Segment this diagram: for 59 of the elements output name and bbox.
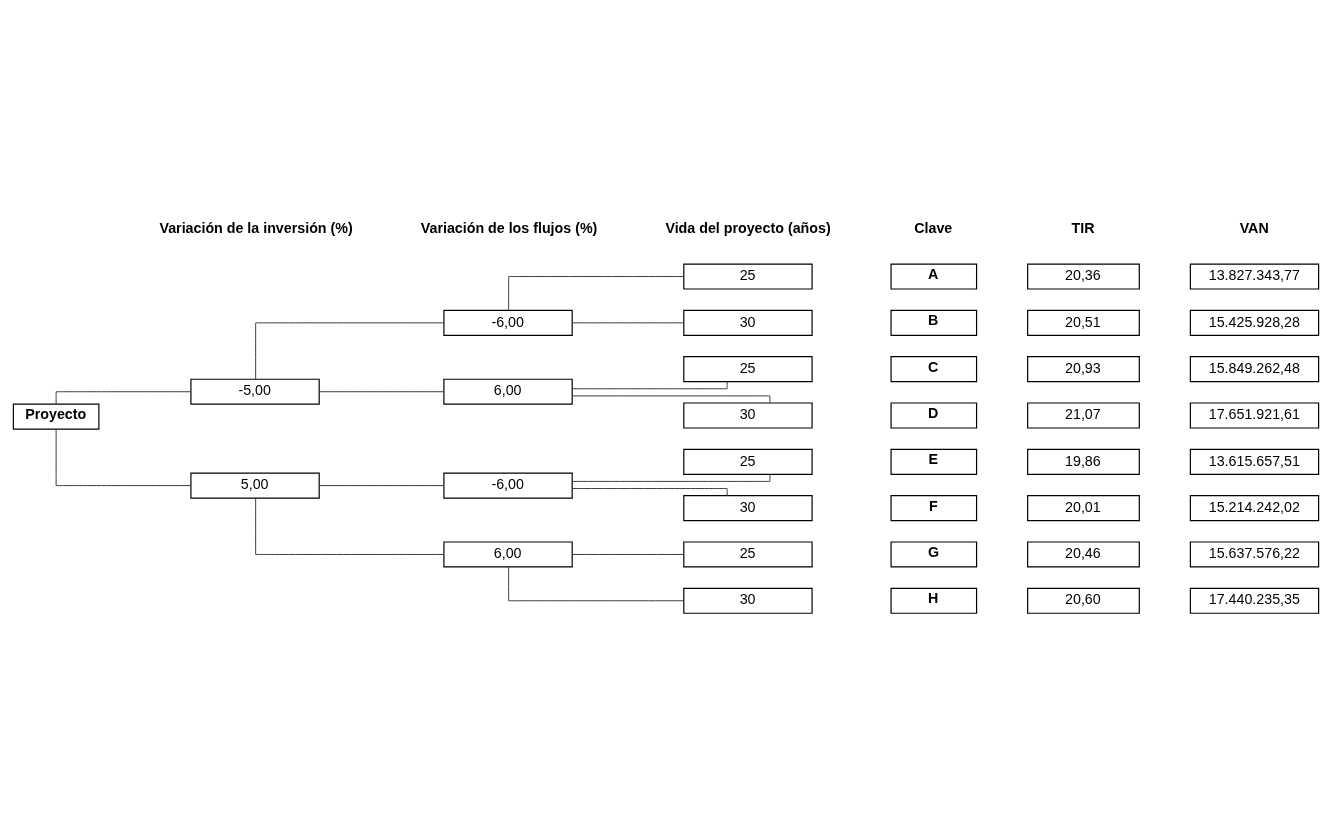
node-box: 25 xyxy=(683,356,813,383)
node-box: 15.637.576,22 xyxy=(1189,541,1320,568)
node-box: -6,00 xyxy=(443,309,573,336)
connector xyxy=(571,395,771,404)
node-box: 6,00 xyxy=(443,541,573,568)
node-box: 20,93 xyxy=(1027,356,1140,383)
node-box: 20,60 xyxy=(1027,587,1140,614)
label: VAN xyxy=(1239,219,1269,236)
label: Variación de los flujos (%) xyxy=(420,219,598,236)
connector xyxy=(572,488,728,497)
connector xyxy=(255,322,445,380)
node-box: C xyxy=(890,356,978,383)
node-box: -6,00 xyxy=(443,472,573,499)
connector xyxy=(318,485,444,487)
node-box: 20,01 xyxy=(1027,495,1140,522)
node-box: 6,00 xyxy=(443,378,573,405)
node-box: 30 xyxy=(683,587,813,614)
node-box: 30 xyxy=(683,495,813,522)
node-box: 25 xyxy=(683,448,813,475)
node-box: H xyxy=(890,587,978,614)
connector xyxy=(508,566,684,602)
label: Vida del proyecto (años) xyxy=(665,219,831,236)
node-box: Proyecto xyxy=(12,403,100,430)
node-box: 25 xyxy=(683,541,813,568)
node-box: 15.849.262,48 xyxy=(1189,356,1320,383)
node-box: 30 xyxy=(683,309,813,336)
connector xyxy=(572,381,728,390)
connector xyxy=(55,428,191,487)
connector xyxy=(318,391,444,393)
node-box: G xyxy=(890,541,978,568)
node-box: D xyxy=(890,402,978,429)
label: Variación de la inversión (%) xyxy=(159,219,353,236)
node-box: 17.440.235,35 xyxy=(1189,587,1320,614)
node-box: 19,86 xyxy=(1027,448,1140,475)
connector xyxy=(571,322,684,324)
node-box: A xyxy=(890,263,978,290)
node-box: E xyxy=(890,448,978,475)
node-box: -5,00 xyxy=(190,378,320,405)
node-box: 20,51 xyxy=(1027,309,1140,336)
connector xyxy=(508,276,684,311)
node-box: 13.615.657,51 xyxy=(1189,448,1320,475)
node-box: 20,46 xyxy=(1027,541,1140,568)
connector xyxy=(55,391,191,405)
node-box: 17.651.921,61 xyxy=(1189,402,1320,429)
node-box: F xyxy=(890,495,978,522)
connector xyxy=(255,497,445,555)
node-box: B xyxy=(890,309,978,336)
connector xyxy=(571,554,684,555)
label: Clave xyxy=(914,219,953,236)
node-box: 30 xyxy=(683,402,813,429)
node-box: 25 xyxy=(683,263,813,290)
node-box: 21,07 xyxy=(1027,402,1140,429)
node-box: 15.214.242,02 xyxy=(1189,495,1320,522)
connector xyxy=(571,473,771,482)
label: TIR xyxy=(1071,219,1095,236)
node-box: 15.425.928,28 xyxy=(1189,309,1320,336)
node-box: 20,36 xyxy=(1027,263,1140,290)
node-box: 13.827.343,77 xyxy=(1189,263,1320,290)
node-box: 5,00 xyxy=(190,472,320,499)
